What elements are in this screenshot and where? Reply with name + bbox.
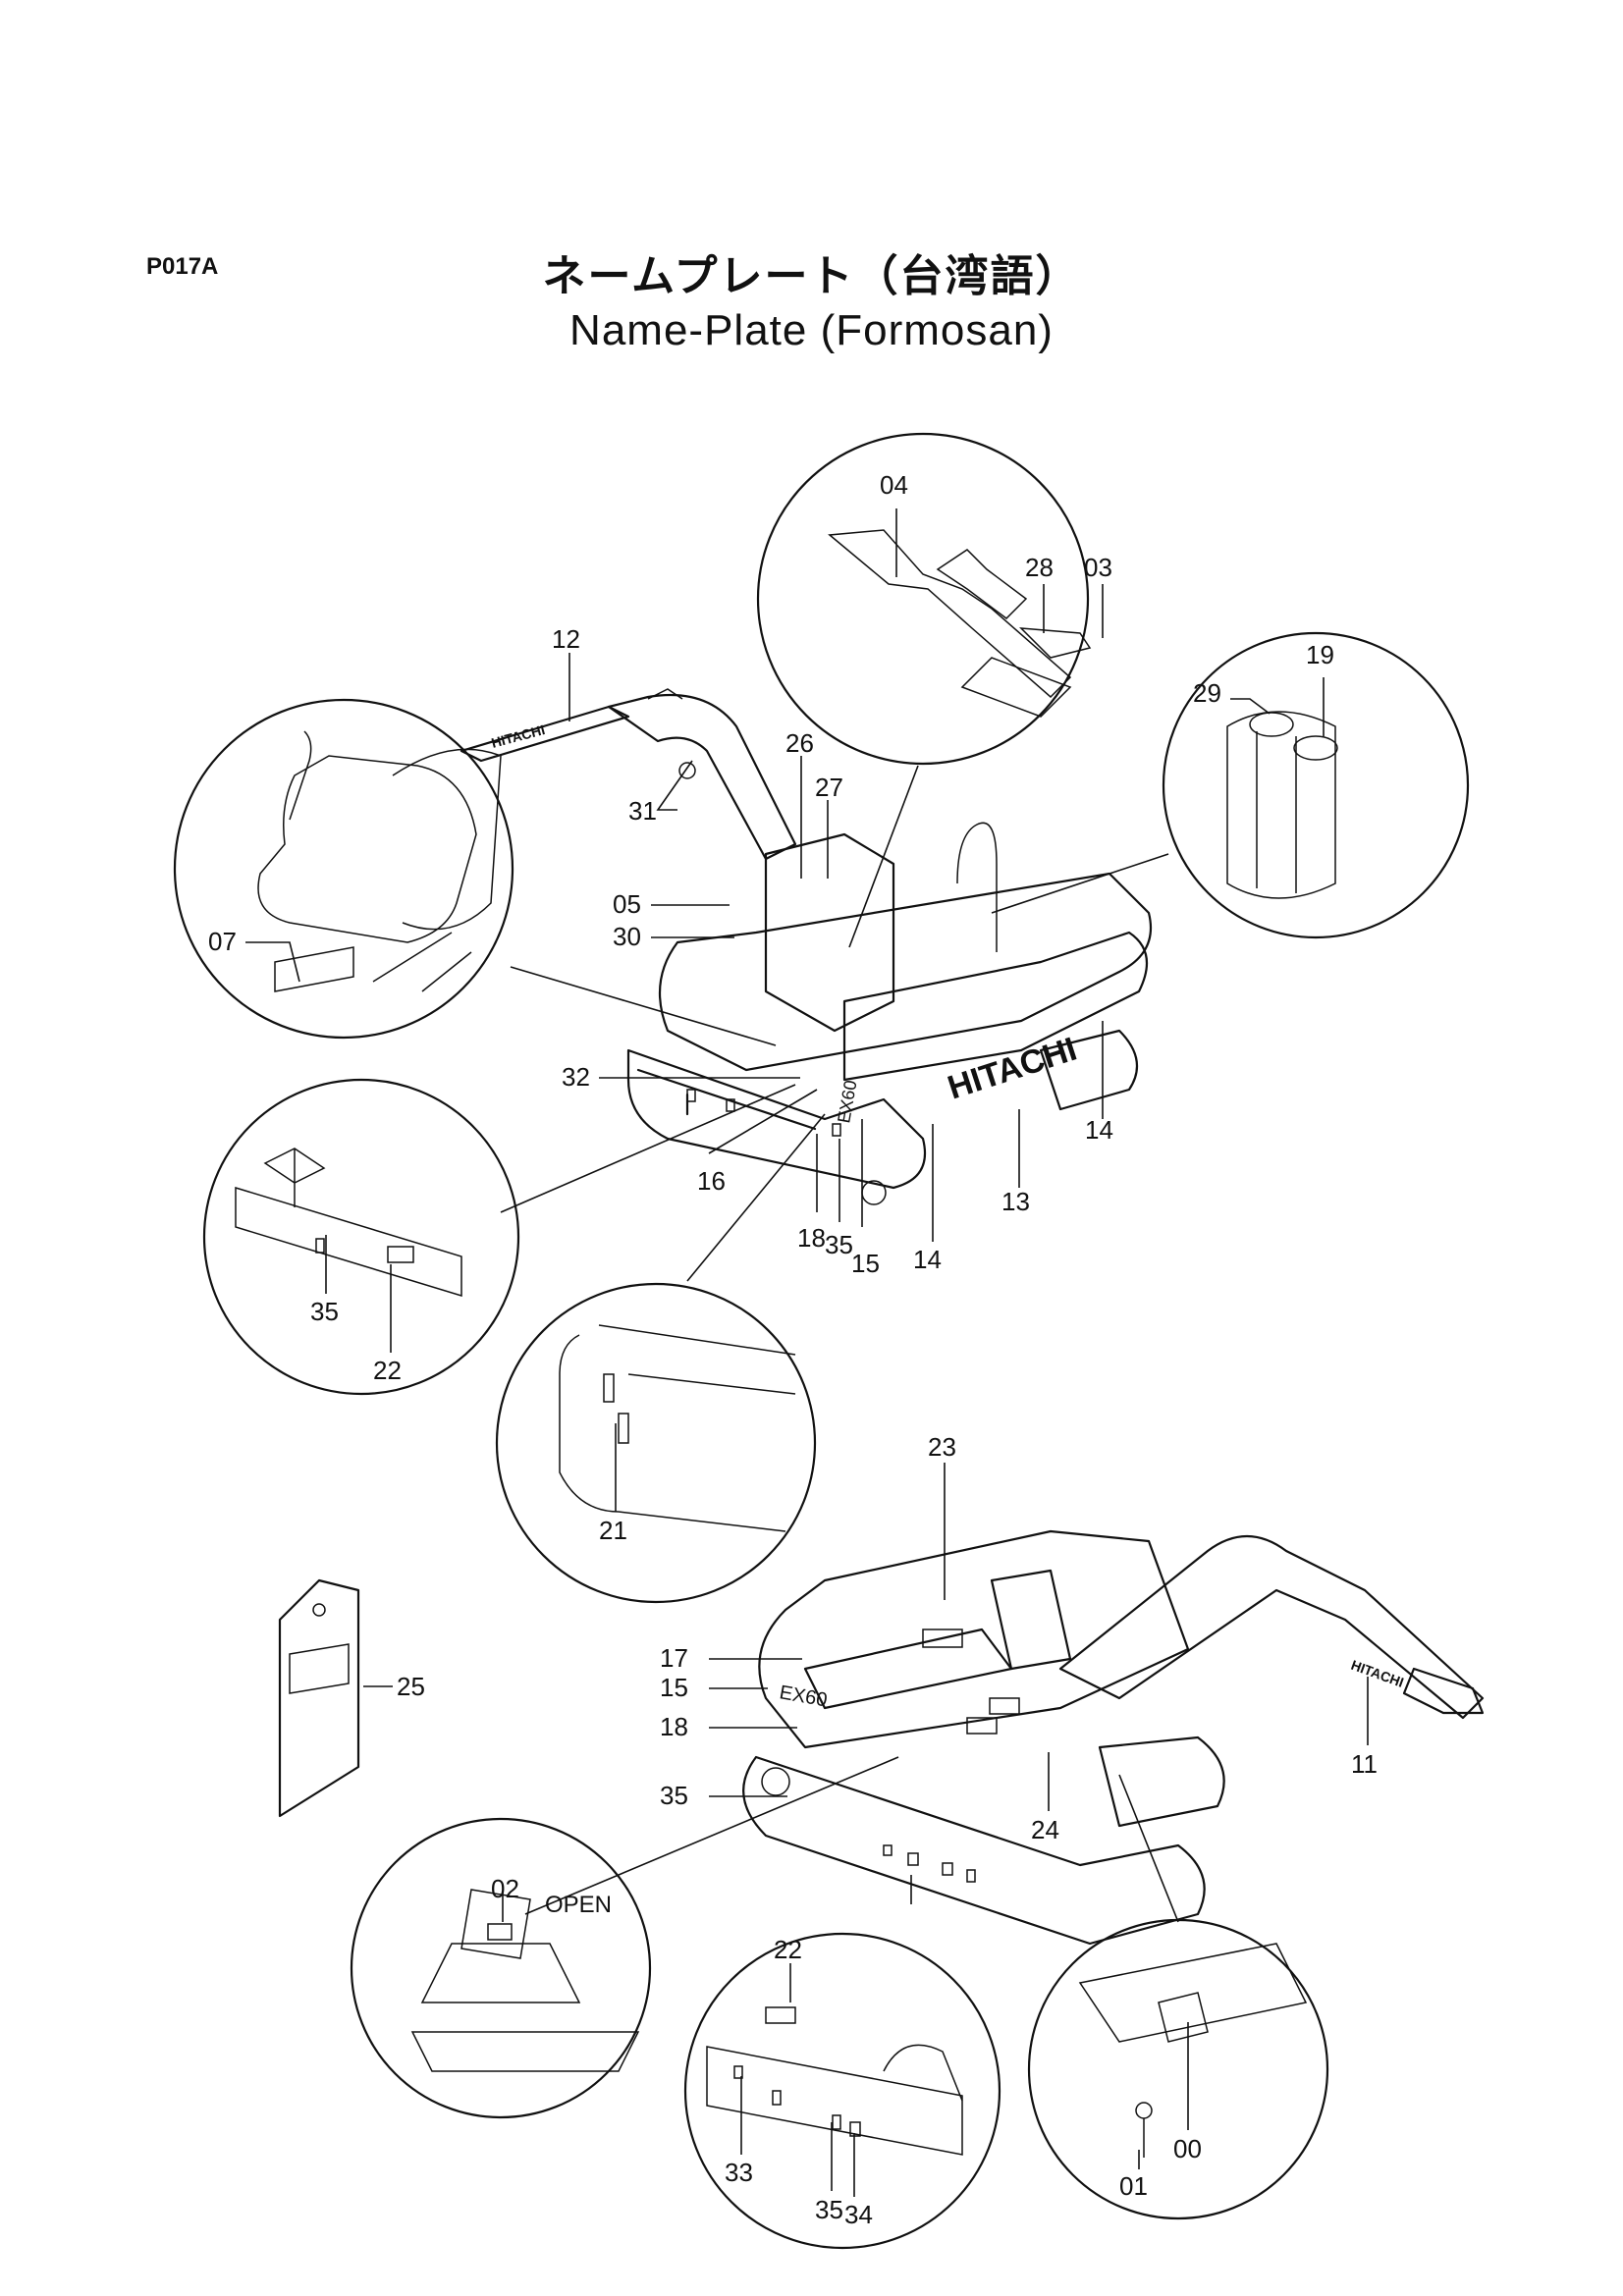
callout-05: 05 <box>613 889 641 919</box>
callout-35-lower: 35 <box>660 1781 688 1810</box>
cover-latch-detail-circle <box>495 1282 817 1604</box>
callout-00: 00 <box>1173 2134 1202 2163</box>
callout-35-lower-detail: 35 <box>815 2195 843 2224</box>
callout-13: 13 <box>1001 1187 1030 1216</box>
callout-01: 01 <box>1119 2171 1148 2201</box>
seat-detail-circle <box>173 698 514 1040</box>
callout-04: 04 <box>880 470 908 500</box>
callout-17: 17 <box>660 1643 688 1673</box>
callout-24: 24 <box>1031 1815 1059 1844</box>
callout-14-front: 14 <box>913 1245 942 1274</box>
callout-07: 07 <box>208 927 237 956</box>
callout-18: 18 <box>797 1223 826 1253</box>
hitachi-decal-counterweight: HITACHI <box>944 1031 1081 1107</box>
callout-28: 28 <box>1025 553 1054 582</box>
callout-23: 23 <box>928 1432 956 1462</box>
warning-tag <box>278 1578 360 1818</box>
callout-31: 31 <box>628 796 657 826</box>
callout-27: 27 <box>815 773 843 802</box>
callout-22-lower-detail: 22 <box>774 1935 802 1964</box>
callout-18-lower: 18 <box>660 1712 688 1741</box>
page-code: P017A <box>146 253 219 280</box>
lever-detail-circle <box>756 432 1092 766</box>
cap-detail-circle <box>1162 631 1470 939</box>
callout-15-upper: 15 <box>851 1249 880 1278</box>
callout-32: 32 <box>562 1062 590 1092</box>
callout-19: 19 <box>1306 640 1334 669</box>
callout-03: 03 <box>1084 553 1112 582</box>
hitachi-decal-boom: HITACHI <box>490 721 547 751</box>
open-decal: OPEN <box>545 1892 612 1918</box>
open-lid-detail-circle: OPEN <box>350 1817 652 2119</box>
callout-16: 16 <box>697 1166 726 1196</box>
callout-numbers: 12 31 26 27 05 30 07 32 16 18 35 15 14 1… <box>208 470 1378 2229</box>
callout-33: 33 <box>725 2158 753 2187</box>
callout-02: 02 <box>491 1874 519 1903</box>
excavator-front-view: HITACHI EX60 <box>742 1529 1485 1946</box>
model-decal-upper: EX60 <box>834 1079 860 1125</box>
callout-11: 11 <box>1351 1749 1378 1779</box>
callout-15-lower: 15 <box>660 1673 688 1702</box>
callout-26: 26 <box>785 728 814 758</box>
callout-30: 30 <box>613 922 641 951</box>
callout-29: 29 <box>1193 678 1221 708</box>
callout-21: 21 <box>599 1516 627 1545</box>
model-decal-lower: EX60 <box>778 1682 829 1711</box>
callout-35-upper: 35 <box>825 1230 853 1259</box>
excavator-rear-view: HITACHI EX60 HITACHI <box>460 688 1153 1205</box>
callout-34: 34 <box>844 2200 873 2229</box>
callout-22-left-detail: 22 <box>373 1356 402 1385</box>
lower-track-detail-circle <box>683 1932 1001 2250</box>
track-frame-detail-circle <box>202 1078 520 1396</box>
callout-25: 25 <box>397 1672 425 1701</box>
callout-35-left-detail: 35 <box>310 1297 339 1326</box>
callout-12: 12 <box>552 624 580 654</box>
callout-14-right: 14 <box>1085 1115 1113 1145</box>
serial-plate-detail-circle <box>1027 1918 1329 2220</box>
leader-lines <box>245 508 1369 2197</box>
page-title-japanese: ネームプレート（台湾語） <box>542 251 1081 301</box>
page-title-english: Name-Plate (Formosan) <box>569 306 1054 354</box>
